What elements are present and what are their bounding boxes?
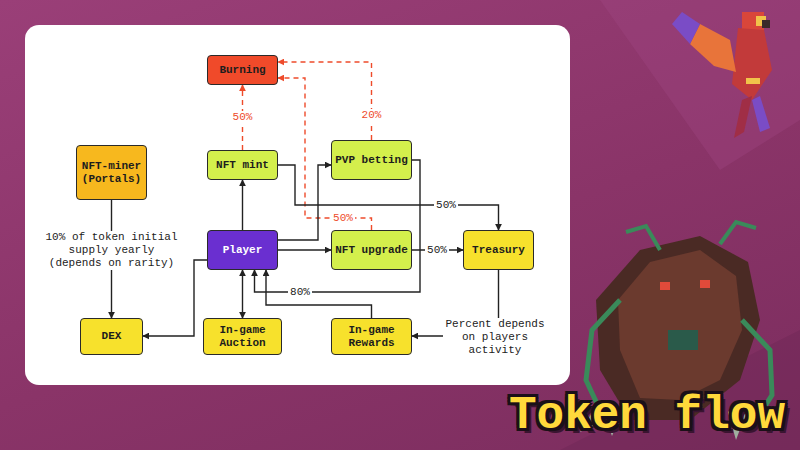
process-box: Player (207, 230, 278, 270)
node-text: In-game Rewards (332, 324, 411, 350)
process-box: In-game Rewards (331, 318, 412, 355)
edge-label: 50% (231, 111, 255, 124)
process-box: Treasury (463, 230, 534, 270)
flow-connector (278, 249, 331, 250)
edge-label: 50% (434, 199, 458, 212)
process-box: NFT mint (207, 150, 278, 180)
edge-label: 80% (288, 286, 312, 299)
node-text: DEX (102, 330, 122, 343)
flow-connector (242, 180, 243, 230)
flow-connector (266, 270, 372, 318)
flow-connector (242, 270, 243, 318)
node-text: In-game Auction (204, 324, 281, 350)
node-text: Burning (219, 64, 265, 77)
node-text: Treasury (472, 244, 525, 257)
process-box: PVP betting (331, 140, 412, 180)
process-box: DEX (80, 318, 143, 355)
edge-label: 50% (331, 212, 355, 225)
edge-label: Percent depends on players activity (443, 318, 547, 357)
edge-label: 20% (360, 109, 384, 122)
process-box: NFT upgrade (331, 230, 412, 270)
node-text: PVP betting (335, 154, 408, 167)
node-text: Player (223, 244, 263, 257)
parrot-sprite (672, 12, 772, 138)
node-text: NFT-miner (Portals) (77, 160, 146, 186)
process-box: Burning (207, 55, 278, 85)
process-box: NFT-miner (Portals) (76, 145, 147, 200)
node-text: NFT mint (216, 159, 269, 172)
edge-label: 50% (425, 244, 449, 257)
title: Token flow (509, 390, 785, 442)
flow-connector (143, 260, 207, 336)
edge-label: 10% of token initial supply yearly (depe… (40, 231, 184, 270)
process-box: In-game Auction (203, 318, 282, 355)
burn-connector (278, 62, 372, 140)
flow-connector (278, 165, 331, 240)
node-text: NFT upgrade (335, 244, 408, 257)
